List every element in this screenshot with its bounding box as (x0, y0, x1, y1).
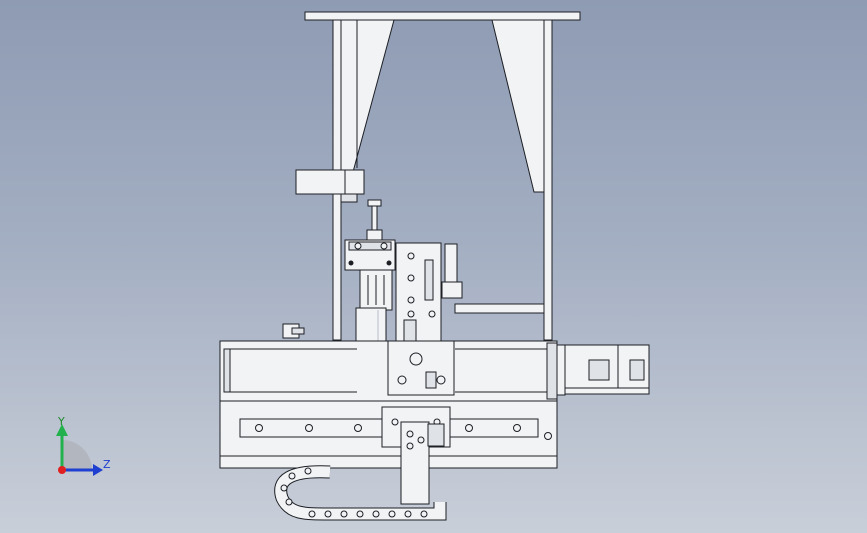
carriage-nut (409, 352, 423, 366)
rail-carriage-bolt-1 (391, 418, 399, 426)
sensor-bracket (295, 169, 365, 195)
right-hopper-wedge (491, 19, 545, 193)
y-axis-label: Y (57, 415, 65, 428)
lower-arm-bolt-2 (406, 442, 414, 450)
clamp-bolt-right (380, 242, 388, 250)
lower-arm-bolt-1 (406, 430, 414, 438)
motor-base (564, 387, 650, 395)
x-axis-origin (58, 466, 66, 474)
base-bolt-right (544, 432, 552, 440)
base-foot (219, 455, 558, 469)
lower-arm-bolt-3 (417, 436, 425, 444)
carriage-bolt-left (397, 375, 407, 385)
clamp-hole-left (348, 260, 354, 266)
triad-xy-plane (62, 440, 92, 470)
y-axis-arrowhead (56, 424, 68, 436)
top-plate (304, 11, 581, 21)
z-plate-bolt-2 (407, 274, 415, 282)
carriage-clamp (425, 371, 437, 389)
lower-arm-block (427, 423, 445, 447)
clamp-block-top (348, 241, 392, 251)
sensor-head (340, 193, 358, 203)
cable-chain-pins (280, 467, 428, 518)
z-slot-upper (424, 259, 434, 301)
rail-bolt-1 (255, 424, 263, 432)
rail-bolt-4 (465, 424, 473, 432)
z-axis-label: Z (103, 458, 111, 471)
z-plate-bolt-4 (407, 310, 415, 318)
z-axis-arrowhead (93, 464, 103, 476)
side-cylinder-cap (441, 281, 463, 299)
lower-arm (400, 421, 430, 505)
rail-bolt-3 (354, 424, 362, 432)
carriage-block (387, 340, 455, 396)
motor-window-right (629, 359, 645, 381)
carriage-bolt-right (436, 375, 446, 385)
beam-end-cap-left (223, 348, 231, 393)
motor-window-left (588, 359, 610, 381)
z-plate-bolt-5 (428, 310, 436, 318)
adjust-screw-head (367, 199, 382, 207)
rail-bolt-5 (513, 424, 521, 432)
z-plate-bolt-3 (407, 296, 415, 304)
clamp-hole-right (386, 260, 392, 266)
rail-bolt-2 (305, 424, 313, 432)
cross-rail (454, 303, 545, 314)
clamp-bolt-left (354, 242, 362, 250)
beam-fitting-cap (291, 327, 305, 335)
z-plate-bolt-1 (407, 252, 415, 260)
